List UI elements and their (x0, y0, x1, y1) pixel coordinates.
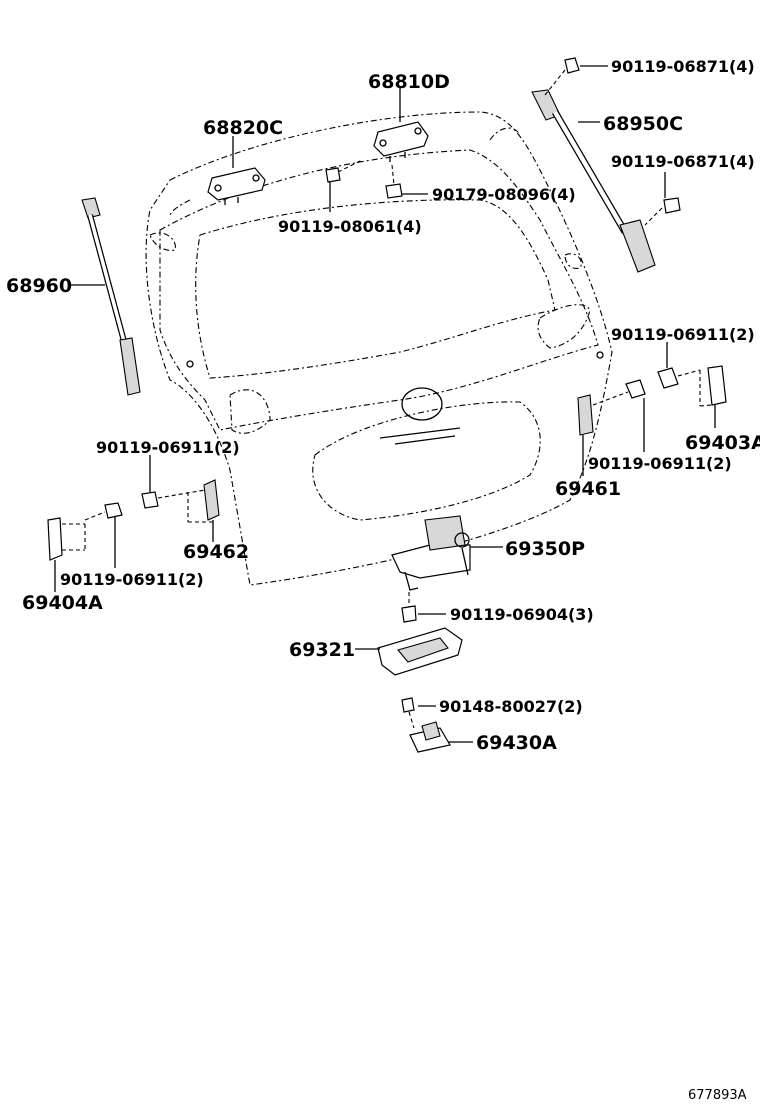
label-90119-06911-left-bottom: 90119-06911(2) (60, 570, 204, 589)
label-69430A: 69430A (476, 732, 557, 754)
label-90148-80027: 90148-80027(2) (439, 697, 583, 716)
label-90179-08096: 90179-08096(4) (432, 185, 576, 204)
label-69462: 69462 (183, 541, 249, 563)
label-90119-06904: 90119-06904(3) (450, 605, 594, 624)
label-68960: 68960 (6, 275, 72, 297)
damper-stay-left (81, 197, 141, 396)
label-68950C: 68950C (603, 113, 683, 135)
label-68820C: 68820C (203, 117, 283, 139)
stopper-left-group (47, 479, 220, 561)
label-69404A: 69404A (22, 592, 103, 614)
lock-striker (401, 697, 451, 753)
label-69321: 69321 (289, 639, 355, 661)
hinge-right (325, 121, 429, 199)
label-69350P: 69350P (505, 538, 585, 560)
label-69403A: 69403A (685, 432, 760, 454)
label-90119-06911-left-top: 90119-06911(2) (96, 438, 240, 457)
label-90119-06911-right-top: 90119-06911(2) (611, 325, 755, 344)
back-door-lock (391, 515, 471, 623)
stopper-right-group (577, 365, 727, 436)
hinge-left (207, 167, 266, 205)
label-68810D: 68810D (368, 71, 450, 93)
label-90119-08061: 90119-08061(4) (278, 217, 422, 236)
label-90119-06871-top: 90119-06871(4) (611, 57, 755, 76)
label-69461: 69461 (555, 478, 621, 500)
lock-cover (377, 627, 463, 676)
label-90119-06911-right-bottom: 90119-06911(2) (588, 454, 732, 473)
back-door-panel (145, 111, 613, 586)
damper-stay-right (531, 57, 681, 273)
diagram-reference-number: 677893A (688, 1088, 747, 1103)
label-90119-06871-mid: 90119-06871(4) (611, 152, 755, 171)
leader-lines (54, 65, 716, 743)
